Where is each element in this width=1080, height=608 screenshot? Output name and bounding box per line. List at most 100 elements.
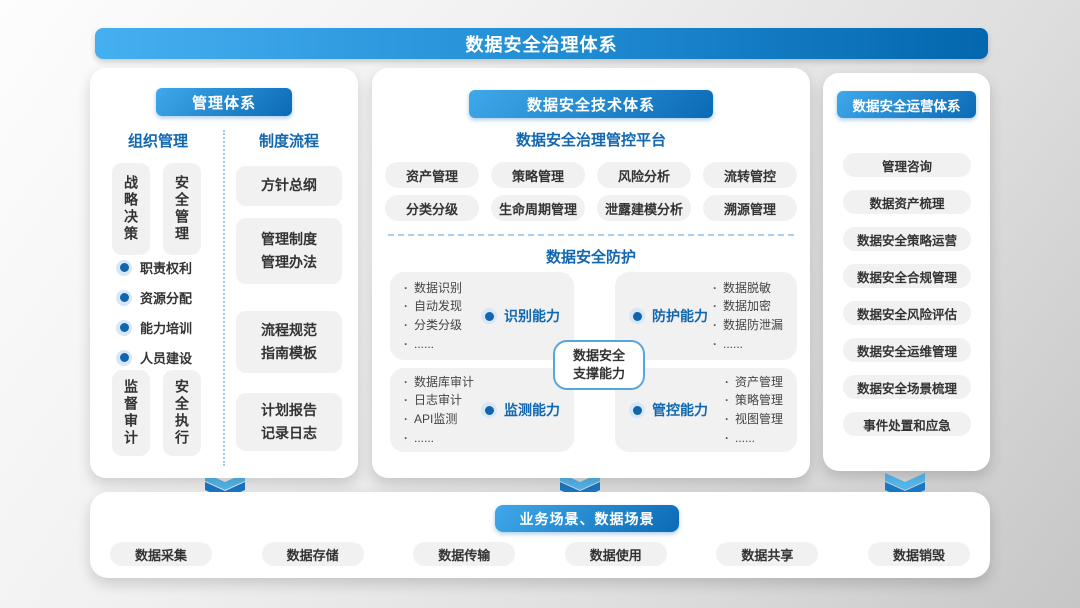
operations-item: 管理咨询 — [843, 153, 971, 177]
platform-item: 资产管理 — [385, 162, 479, 188]
org-box-security-mgmt: 安全管理 — [163, 163, 201, 255]
operations-item: 数据安全策略运营 — [843, 227, 971, 251]
dot-ring-icon — [116, 289, 132, 306]
org-bullet-list: 职责权利 资源分配 能力培训 人员建设 — [116, 258, 192, 367]
list-item: 自动发现 — [404, 297, 462, 316]
capability-box-identify: 数据识别 自动发现 分类分级 ...... 识别能力 — [390, 272, 574, 360]
operations-item: 数据安全风险评估 — [843, 301, 971, 325]
scenario-item: 数据采集 — [110, 542, 213, 566]
list-item: 数据库审计 — [404, 373, 474, 392]
operations-item: 事件处置和应急 — [843, 412, 971, 436]
platform-item: 泄露建模分析 — [597, 195, 691, 221]
protection-title: 数据安全防护 — [545, 249, 636, 266]
support-box-line: 支撑能力 — [572, 366, 625, 381]
platform-item: 流转管控 — [703, 162, 797, 188]
support-capability-box: 数据安全 支撑能力 — [553, 340, 645, 390]
operations-panel: 数据安全运营体系 管理咨询 数据资产梳理 数据安全策略运营 数据安全合规管理 数… — [823, 73, 990, 471]
management-panel-badge-label: 管理体系 — [191, 94, 256, 112]
scenario-bar: 业务场景、数据场景 数据采集 数据存储 数据传输 数据使用 数据共享 数据销毁 — [90, 492, 990, 578]
process-box: 流程规范 指南模板 — [236, 311, 342, 373]
process-box: 计划报告 记录日志 — [236, 393, 342, 451]
list-item: 人员建设 — [116, 348, 192, 367]
bullet-label: 资源分配 — [140, 291, 193, 306]
section-divider — [388, 234, 794, 236]
scenario-item: 数据传输 — [413, 542, 516, 566]
scenario-item: 数据使用 — [564, 542, 667, 566]
bullet-label: 职责权利 — [140, 261, 193, 276]
process-box-line: 指南模板 — [261, 345, 317, 361]
list-item: 视图管理 — [725, 410, 783, 429]
dot-ring-icon — [481, 402, 497, 418]
capability-tag: 管控能力 — [629, 400, 708, 420]
process-box-line: 管理制度 — [261, 230, 317, 247]
operations-item: 数据安全合规管理 — [843, 264, 971, 288]
process-box: 管理制度 管理办法 — [236, 218, 342, 284]
tech-panel-badge-label: 数据安全技术体系 — [526, 96, 655, 114]
capability-label: 防护能力 — [652, 308, 708, 324]
list-item: 数据识别 — [404, 279, 462, 298]
process-box-line: 管理办法 — [261, 254, 317, 270]
tech-panel: 数据安全技术体系 数据安全治理管控平台 资产管理 策略管理 风险分析 流转管控 … — [372, 68, 810, 478]
dot-ring-icon — [116, 349, 132, 366]
process-box-line: 计划报告 — [261, 401, 317, 418]
capability-tag: 防护能力 — [629, 306, 708, 326]
platform-title: 数据安全治理管控平台 — [515, 132, 666, 149]
scenario-item: 数据共享 — [716, 542, 819, 566]
platform-row-1: 资产管理 策略管理 风险分析 流转管控 — [385, 162, 797, 188]
capability-box-protect: 防护能力 数据脱敏 数据加密 数据防泄漏 ...... — [615, 272, 797, 360]
management-panel-badge: 管理体系 — [156, 88, 292, 116]
scenario-bar-badge: 业务场景、数据场景 — [495, 505, 679, 532]
title-banner: 数据安全治理体系 — [95, 28, 988, 59]
org-box-strategy: 战略决策 — [112, 163, 150, 255]
capability-label: 识别能力 — [504, 308, 560, 324]
platform-item: 策略管理 — [491, 162, 585, 188]
capability-item-list: 资产管理 策略管理 视图管理 ...... — [725, 373, 783, 447]
dot-ring-icon — [116, 259, 132, 276]
process-box: 方针总纲 — [236, 166, 342, 206]
list-item: 数据加密 — [713, 297, 783, 316]
capability-box-monitor: 数据库审计 日志审计 API监测 ...... 监测能力 — [390, 368, 574, 452]
list-item: 资产管理 — [725, 373, 783, 392]
list-item: 职责权利 — [116, 258, 192, 277]
process-header: 制度流程 — [258, 133, 319, 150]
operations-panel-badge-label: 数据安全运营体系 — [852, 98, 961, 114]
process-box-line: 流程规范 — [261, 321, 317, 338]
org-box-supervision: 监督审计 — [112, 370, 150, 456]
scenario-item: 数据存储 — [261, 542, 364, 566]
platform-item: 生命周期管理 — [491, 195, 585, 221]
management-panel: 管理体系 组织管理 制度流程 战略决策 安全管理 职责权利 资源分配 能力培训 … — [90, 68, 358, 478]
process-box-line: 方针总纲 — [261, 177, 317, 194]
capability-item-list: 数据识别 自动发现 分类分级 ...... — [404, 279, 462, 353]
capability-item-list: 数据脱敏 数据加密 数据防泄漏 ...... — [713, 279, 783, 353]
platform-item: 风险分析 — [597, 162, 691, 188]
bullet-label: 能力培训 — [140, 321, 193, 336]
scenario-item-row: 数据采集 数据存储 数据传输 数据使用 数据共享 数据销毁 — [90, 542, 990, 566]
operations-item: 数据安全运维管理 — [843, 338, 971, 362]
list-item: 资源分配 — [116, 288, 192, 307]
platform-item: 溯源管理 — [703, 195, 797, 221]
tech-panel-badge: 数据安全技术体系 — [469, 90, 713, 118]
process-box-line: 记录日志 — [261, 425, 317, 441]
dot-ring-icon — [629, 402, 645, 418]
bullet-label: 人员建设 — [140, 351, 193, 366]
list-item: 数据防泄漏 — [713, 316, 783, 335]
dot-ring-icon — [116, 319, 132, 336]
operations-panel-badge: 数据安全运营体系 — [837, 91, 976, 118]
list-item: ...... — [725, 429, 783, 448]
dot-ring-icon — [629, 308, 645, 324]
org-box-execution: 安全执行 — [163, 370, 201, 456]
list-item: API监测 — [404, 410, 474, 429]
capability-label: 管控能力 — [652, 402, 708, 418]
list-item: ...... — [404, 429, 474, 448]
platform-row-2: 分类分级 生命周期管理 泄露建模分析 溯源管理 — [385, 195, 797, 221]
support-box-line: 数据安全 — [572, 347, 625, 363]
list-item: ...... — [713, 335, 783, 354]
list-item: 策略管理 — [725, 391, 783, 410]
operations-item: 数据安全场景梳理 — [843, 375, 971, 399]
scenario-item: 数据销毁 — [867, 542, 970, 566]
dot-ring-icon — [481, 308, 497, 324]
capability-item-list: 数据库审计 日志审计 API监测 ...... — [404, 373, 474, 447]
capability-tag: 识别能力 — [481, 306, 560, 326]
capability-tag: 监测能力 — [481, 400, 560, 420]
operations-item-list: 管理咨询 数据资产梳理 数据安全策略运营 数据安全合规管理 数据安全风险评估 数… — [843, 153, 971, 436]
